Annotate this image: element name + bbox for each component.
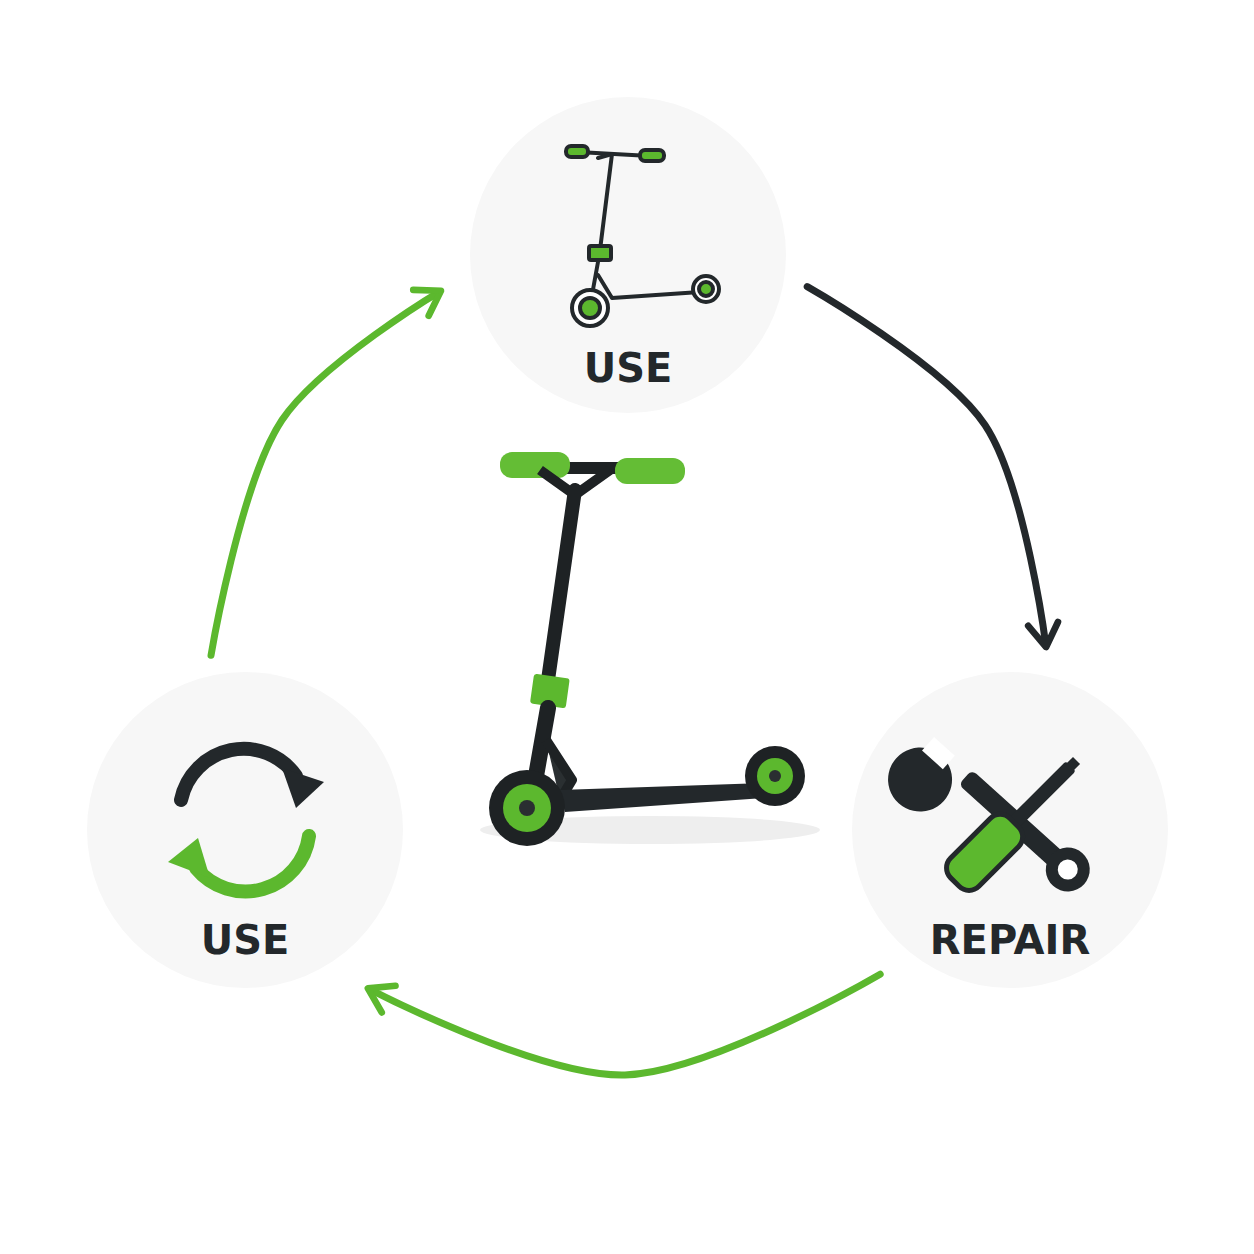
step-label: USE — [470, 345, 786, 391]
scooter-illustration — [480, 452, 820, 846]
cycle-arrow — [807, 287, 1046, 646]
cycle-step-node: USE — [87, 672, 403, 988]
step-label: REPAIR — [852, 917, 1168, 963]
step-label: USE — [87, 917, 403, 963]
node-ground — [87, 672, 403, 988]
node-ground — [852, 672, 1168, 988]
node-ground — [470, 97, 786, 413]
cycle-arrow — [211, 292, 439, 656]
cycle-icon — [168, 749, 324, 892]
tools-icon — [875, 718, 1099, 932]
cycle-step-node: USE — [470, 97, 786, 413]
cycle-step-node: REPAIR — [852, 672, 1168, 988]
scooter-icon — [566, 146, 719, 326]
cycle-arrow — [369, 974, 880, 1075]
